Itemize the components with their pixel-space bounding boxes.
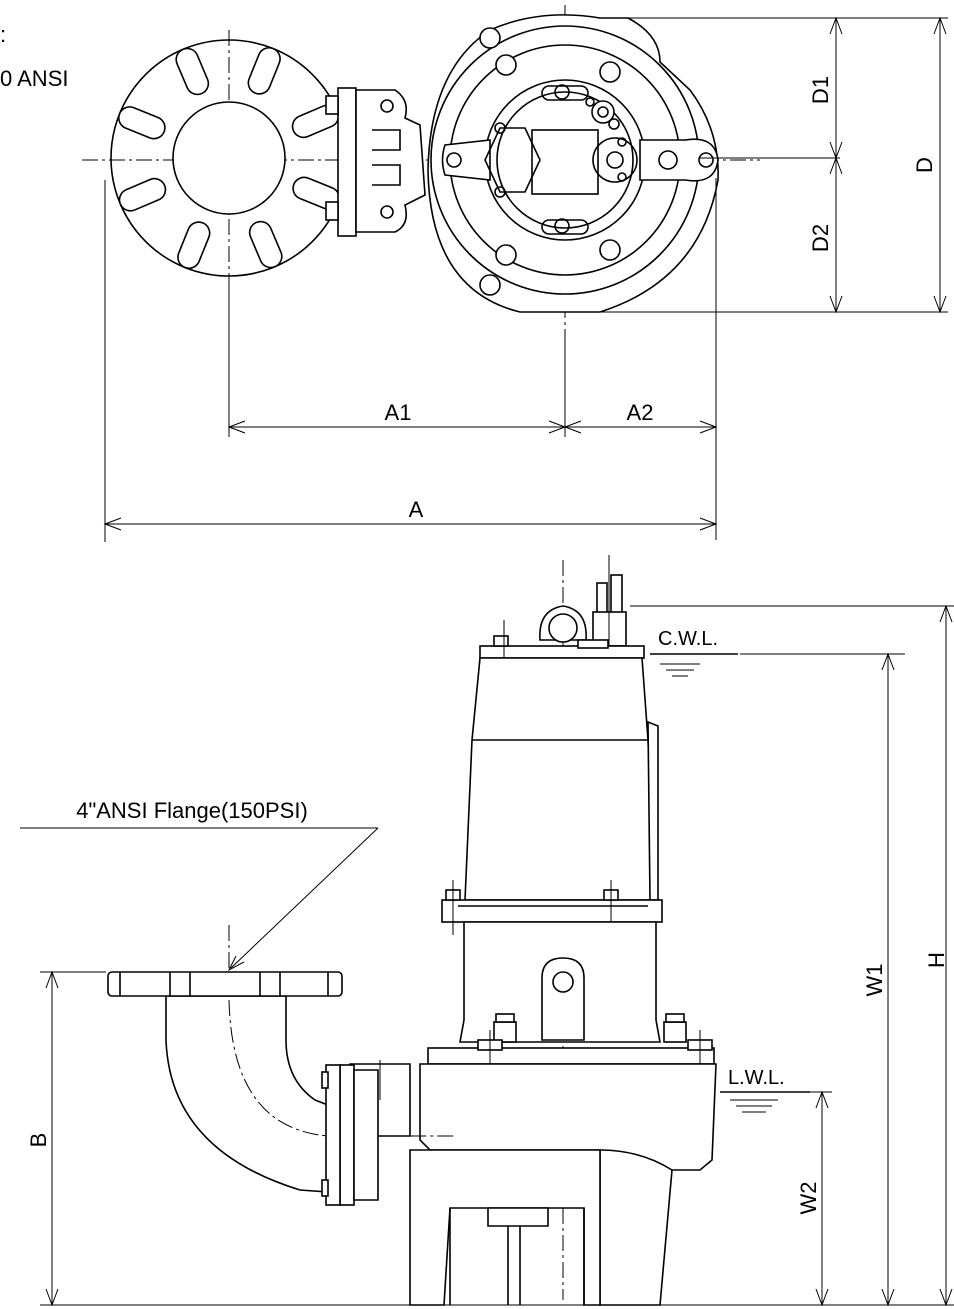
casing-flange <box>427 1030 715 1075</box>
dim-label-d2: D2 <box>808 224 833 252</box>
flange-callout: 4"ANSI Flange(150PSI) <box>20 798 379 972</box>
pump-stand <box>409 1149 601 1306</box>
discharge-flange-elevation <box>107 971 343 997</box>
cwl-label: C.W.L. <box>658 628 718 650</box>
motor-flange <box>441 880 663 935</box>
lifting-eye <box>539 605 587 643</box>
pump-body-plan <box>427 14 719 313</box>
dim-label-d1: D1 <box>808 76 833 104</box>
discharge-flange-plan <box>110 39 348 277</box>
lwl-label: L.W.L. <box>728 1067 785 1089</box>
dim-label-b: B <box>26 1133 51 1148</box>
flange-callout-label: 4"ANSI Flange(150PSI) <box>76 798 308 823</box>
dim-label-w1: W1 <box>862 964 887 997</box>
dim-label-a: A <box>409 497 424 522</box>
elevation-dimensions: H W1 W2 B <box>26 604 954 1307</box>
note-line-2: 0 ANSI <box>0 66 68 91</box>
intermediate-casing <box>459 921 687 1043</box>
water-level-markers: C.W.L. L.W.L. <box>650 628 905 1113</box>
plan-dimensions: A1 A2 A D1 D2 D <box>103 16 948 542</box>
pipe-flange-joint <box>321 1060 381 1206</box>
dim-label-w2: W2 <box>796 1182 821 1215</box>
flange-connection-plan <box>325 87 426 237</box>
note-line-1: : <box>0 22 6 47</box>
dim-label-a1: A1 <box>385 400 412 425</box>
dim-label-h: H <box>924 952 949 968</box>
motor-frame <box>464 657 659 901</box>
dim-label-d: D <box>912 157 937 173</box>
dim-label-a2: A2 <box>627 400 654 425</box>
plan-view: : 0 ANSI <box>0 5 948 542</box>
elevation-view: C.W.L. L.W.L. 4"ANSI Flange(150PSI) <box>20 555 954 1307</box>
discharge-elbow <box>165 995 455 1193</box>
